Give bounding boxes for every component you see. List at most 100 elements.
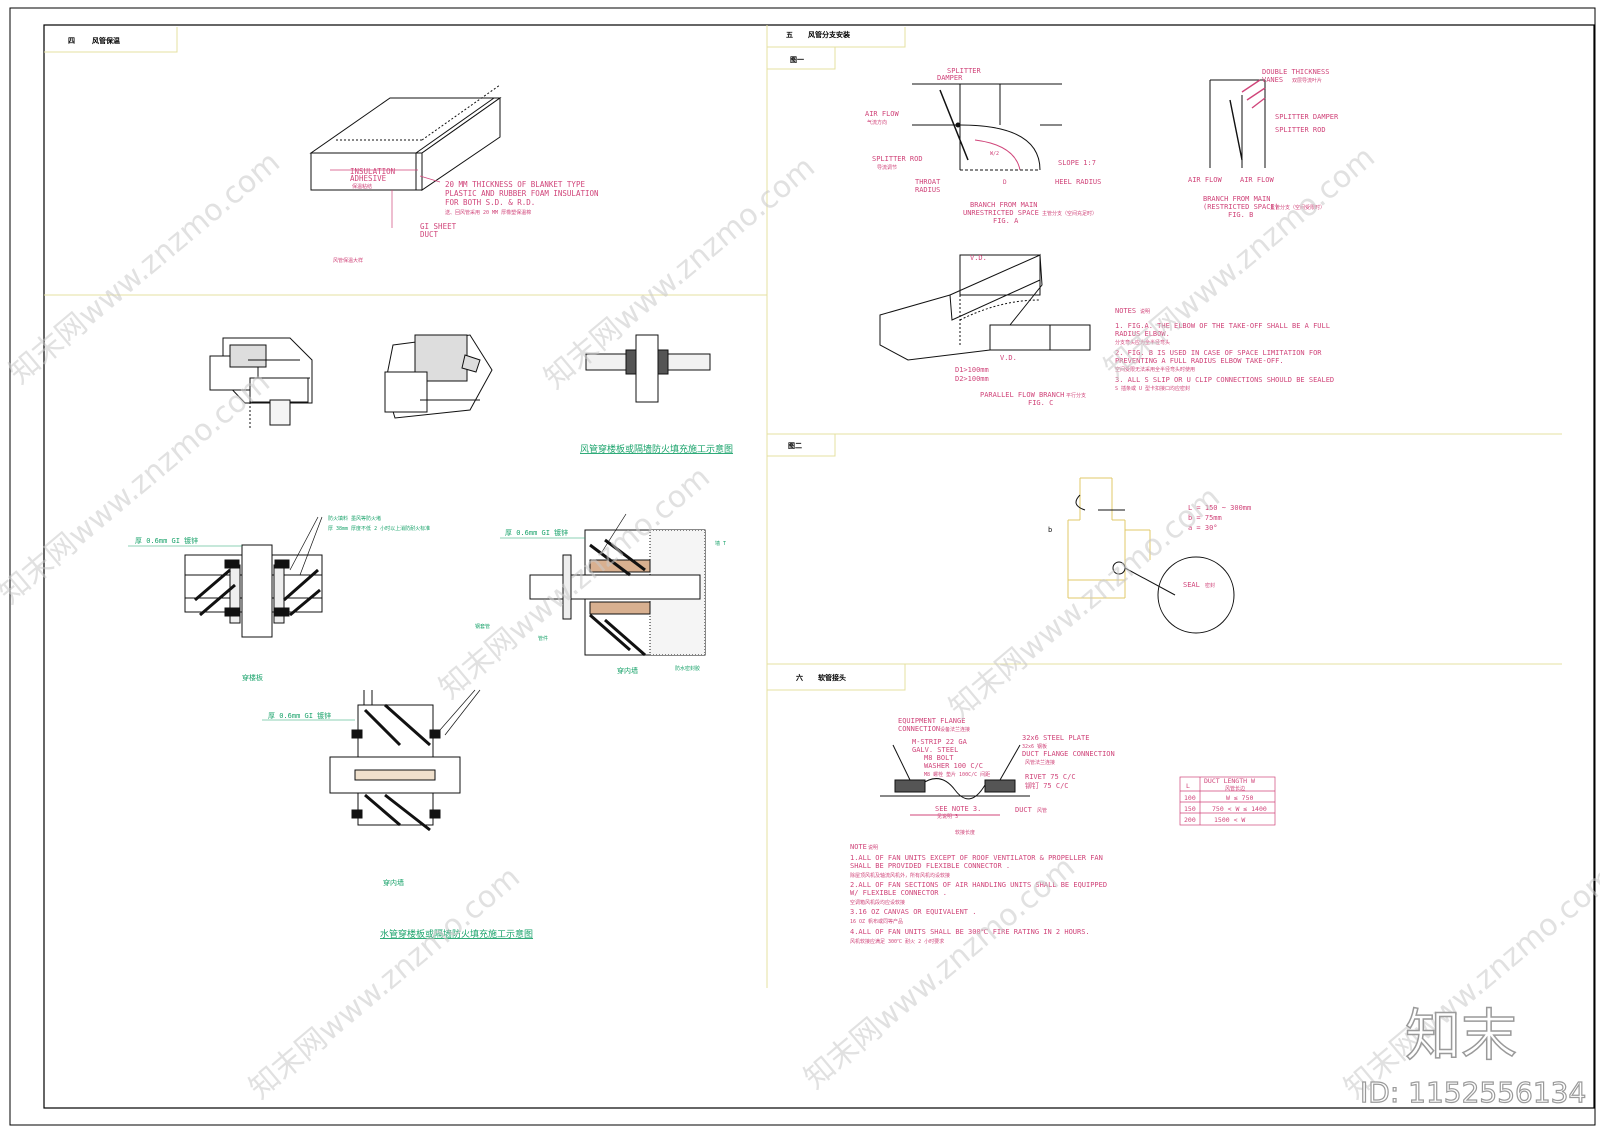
splitter-rod-label-a-cn: 导流调节	[877, 164, 897, 171]
insulation-note-2: PLASTIC AND RUBBER FOAM INSULATION	[445, 189, 599, 198]
branch-a-label-1: BRANCH FROM MAIN	[970, 201, 1037, 209]
airflow-label-b-2: AIR FLOW	[1240, 176, 1275, 184]
throat-label: THROAT	[915, 178, 941, 186]
table-row-1-l: 100	[1184, 794, 1196, 802]
table-row-3-w: 1500 < W	[1214, 816, 1245, 824]
fig2-labels: L = 150 ~ 300mm b = 75mm a = 30° b SEAL …	[1048, 504, 1251, 589]
outer-border	[9, 7, 1596, 1126]
flex-note-title-cn: 说明	[868, 844, 878, 851]
branch-notes-title: NOTES	[1115, 307, 1136, 315]
insulation-note-1: 20 MM THICKNESS OF BLANKET TYPE	[445, 180, 585, 189]
double-thickness-label: DOUBLE THICKNESS	[1262, 68, 1329, 76]
flex-note-1b: SHALL BE PROVIDED FLEXIBLE CONNECTOR .	[850, 862, 1010, 870]
pipe-through-wall-detail-1	[500, 513, 706, 657]
flex-note-1c: 除屋顶风机及轴流风机外，所有风机均设软接	[850, 872, 950, 879]
branch-note-3a: 3. ALL S SLIP OR U CLIP CONNECTIONS SHOU…	[1115, 376, 1334, 384]
fig-b-label: FIG. B	[1228, 211, 1253, 219]
table-row-2-l: 150	[1184, 805, 1196, 813]
gi-label-floor: 厚 0.6mm GI 镀锌	[135, 536, 198, 545]
insulation-caption: 风管保温大样	[333, 257, 363, 264]
section-4-header: 四 风管保温	[44, 27, 178, 53]
airflow-label-b-1: AIR FLOW	[1188, 176, 1223, 184]
flex-labels: EQUIPMENT FLANGE CONNECTION 设备法兰连接 M-STR…	[850, 717, 1115, 945]
splitter-label-a: SPLITTER	[947, 67, 982, 75]
branch-a-label-2: UNRESTRICTED SPACE	[963, 209, 1039, 217]
see-note-label-cn: 见说明 3	[937, 813, 958, 820]
m8-bolt-label: M8 BOLT	[924, 754, 954, 762]
flex-note-4b: 风机软接应满足 300℃ 耐火 2 小时要求	[850, 938, 944, 945]
fire-stop-iso-1	[209, 337, 313, 430]
sleeve-label: 钢套管	[475, 623, 490, 630]
duct-flange-label-cn: 风管法兰连接	[1025, 759, 1055, 766]
fill-label-floor-2: 厚 38mm 厚度不低 2 小时以上消防耐火标准	[328, 525, 430, 532]
branch-fig-a	[912, 83, 1062, 171]
branch-b-label-2: (RESTRICTED SPACE)	[1203, 203, 1279, 211]
heel-radius-label: HEEL RADIUS	[1055, 178, 1101, 186]
branch-labels: SPLITTER DAMPER AIR FLOW 气流方向 SPLITTER R…	[865, 67, 1339, 407]
radius-label: RADIUS	[915, 186, 940, 194]
label-through-wall-2: 穿内墙	[383, 878, 404, 887]
slope-label: SLOPE 1:7	[1058, 159, 1096, 167]
branch-note-1b: RADIUS ELBOW.	[1115, 330, 1170, 338]
table-row-1-w: W ≤ 750	[1226, 794, 1253, 802]
section-6-number: 六	[796, 673, 803, 682]
brand-logo: 知末	[1405, 1004, 1517, 1069]
flex-note-4a: 4.ALL OF FAN UNITS SHALL BE 300℃ FIRE RA…	[850, 928, 1090, 936]
flex-note-3b: 16 OZ 帆布或同等产品	[850, 918, 903, 925]
section-5-header: 五 风管分支安装 图一	[767, 27, 906, 70]
rivet-label-cn: 铆钉 75 C/C	[1025, 781, 1069, 790]
pipe-through-floor-detail	[128, 516, 323, 638]
flex-note-1a: 1.ALL OF FAN UNITS EXCEPT OF ROOF VENTIL…	[850, 854, 1103, 862]
section-5-title: 风管分支安装	[808, 30, 850, 39]
duct-length-table	[1179, 776, 1276, 826]
watermark-9: 知末网www.znzmo.com	[1338, 860, 1600, 1106]
seal-label: 防水密封胶	[675, 665, 700, 672]
flex-connector-detail	[880, 744, 1030, 816]
section-5-fig2-title: 图二	[788, 441, 802, 450]
d-label: D	[1003, 179, 1007, 186]
splitter-rod-label-a: SPLITTER ROD	[872, 155, 923, 163]
d2-label: D2>100mm	[955, 375, 989, 383]
fire-stop-iso-2	[384, 334, 493, 419]
adhesive-label: ADHESIVE	[350, 174, 387, 183]
branch-a-label-cn: 主管分支（空间充足时）	[1042, 210, 1097, 217]
label-through-floor: 穿楼板	[242, 673, 263, 682]
duct-label-flex-cn: 风管	[1037, 807, 1047, 814]
section-4-number: 四	[68, 37, 75, 45]
flex-note-2c: 空调箱风机段均应设软接	[850, 899, 905, 906]
branch-note-2b: PREVENTING A FULL RADIUS ELBOW TAKE-OFF.	[1115, 357, 1284, 365]
washer-label: WASHER 100 C/C	[924, 762, 983, 770]
branch-note-2a: 2. FIG. B IS USED IN CASE OF SPACE LIMIT…	[1115, 349, 1322, 357]
flex-note-3a: 3.16 OZ CANVAS OR EQUIVALENT .	[850, 908, 976, 916]
section-5-number: 五	[786, 31, 793, 39]
insulation-labels: INSULATION ADHESIVE 保温粘结 20 MM THICKNESS…	[333, 167, 599, 264]
splitter-rod-label-b: SPLITTER ROD	[1275, 126, 1326, 134]
insulation-duct-detail	[309, 84, 502, 228]
section-5b-header: 图二	[767, 434, 836, 457]
section-6-title: 软管接头	[818, 673, 846, 682]
insulation-note-3: FOR BOTH S.D. & R.D.	[445, 198, 535, 207]
caption-air-duct-fire: 风管穿楼板或隔墙防火填充施工示意图	[580, 443, 733, 455]
duct-label: DUCT	[420, 230, 439, 239]
fire-stop-section-small	[585, 334, 711, 403]
table-header-w-cn: 风管长边	[1225, 785, 1245, 792]
branch-note-1a: 1. FIG.A. THE ELBOW OF THE TAKE-OFF SHAL…	[1115, 322, 1330, 330]
flex-note-2b: W/ FLEXIBLE CONNECTOR .	[850, 889, 947, 897]
vd-label-2: V.D.	[1000, 354, 1017, 362]
damper-label-a: DAMPER	[937, 74, 963, 82]
gi-sheet-label: GI SHEET	[420, 222, 457, 231]
bolt-label-cn: M8 螺栓 垫片 100C/C 间距	[924, 771, 990, 778]
w2-label: W/2	[990, 151, 999, 157]
section-5-fig1-title: 图一	[790, 55, 804, 64]
duct-label-flex: DUCT	[1015, 806, 1033, 814]
airflow-label-a: AIR FLOW	[865, 110, 900, 118]
steel-plate-label-cn: 32x6 钢板	[1022, 743, 1047, 750]
seal-label-fig2-cn: 密封	[1205, 582, 1215, 589]
fig2-b-dim: b	[1048, 526, 1052, 534]
branch-fig-b	[1209, 79, 1266, 168]
seal-circle	[1112, 556, 1235, 634]
airflow-label-a-cn: 气流方向	[867, 119, 887, 126]
m-strip-label: M-STRIP 22 GA	[912, 738, 968, 746]
splitter-damper-label-b: SPLITTER DAMPER	[1275, 113, 1339, 121]
pipe-through-wall-detail-2	[262, 689, 481, 832]
